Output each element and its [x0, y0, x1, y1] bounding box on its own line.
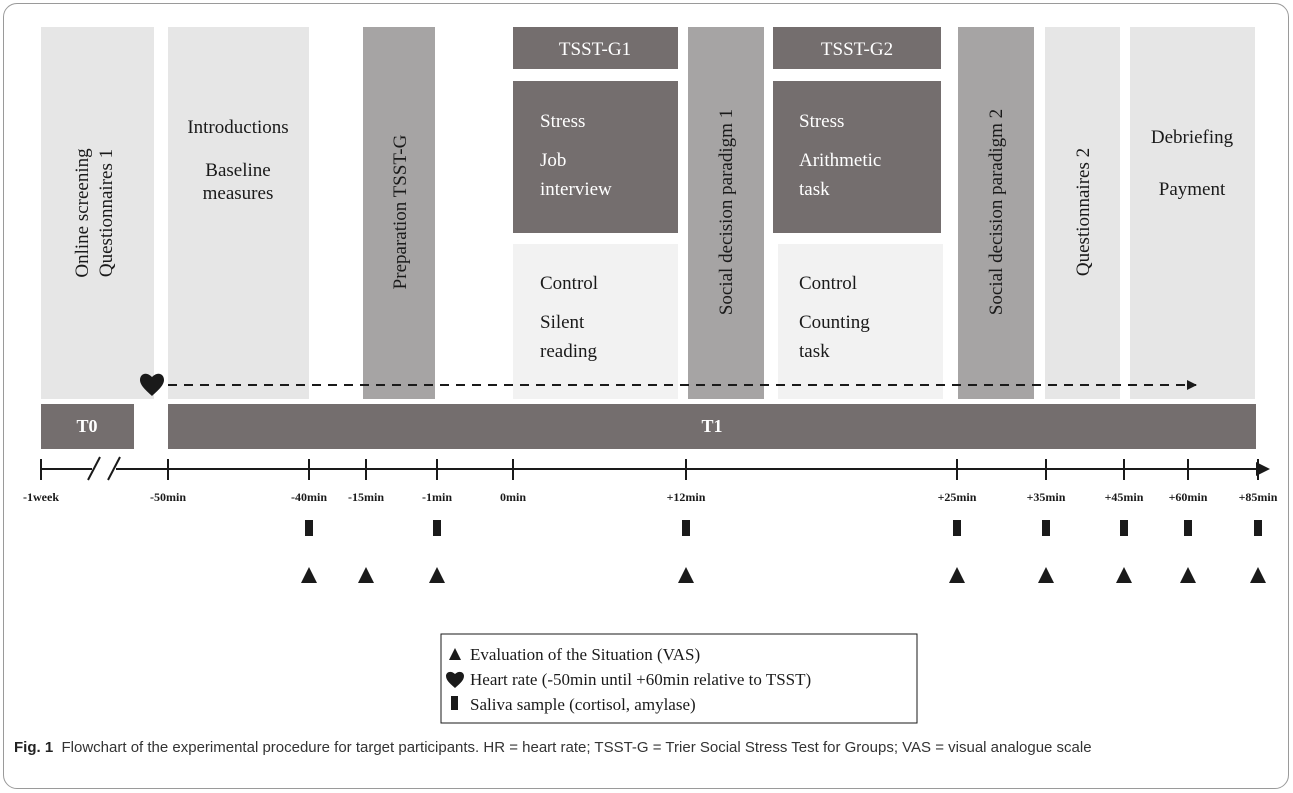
- tsst-g2-title: TSST-G2: [821, 39, 893, 60]
- legend-heart-rate: Heart rate (-50min until +60min relative…: [470, 670, 811, 689]
- session-t1: T1: [168, 404, 1256, 449]
- saliva-marker-minus40min: [305, 520, 313, 536]
- tsst-g1-stress-title: Stress: [540, 111, 585, 132]
- saliva-marker-plus85min: [1254, 520, 1262, 536]
- t0-label: T0: [76, 416, 97, 436]
- saliva-marker-plus12min: [682, 520, 690, 536]
- saliva-marker-plus35min: [1042, 520, 1050, 536]
- vas-marker-plus85min: [1250, 567, 1266, 583]
- tsst-g1-control-box: [513, 244, 678, 399]
- vas-marker-plus12min: [678, 567, 694, 583]
- saliva-marker-plus60min: [1184, 520, 1192, 536]
- saliva-sample-icon: [451, 696, 458, 710]
- vas-marker-plus60min: [1180, 567, 1196, 583]
- time-tick-label-plus12min: +12min: [667, 490, 706, 504]
- social-decision-2-label: Social decision paradigm 2: [986, 109, 1007, 315]
- time-tick-label-plus25min: +25min: [938, 490, 977, 504]
- tsst-g1-stress-line1: Job: [540, 150, 566, 171]
- phase-questionnaires-2: Questionnaires 2: [1045, 27, 1120, 399]
- vas-markers: [301, 567, 1266, 583]
- session-t0: T0: [41, 404, 134, 449]
- figure-frame: [3, 3, 1289, 789]
- figure-caption: Fig. 1 Flowchart of the experimental pro…: [14, 738, 1264, 758]
- tsst-g2-control-title: Control: [799, 273, 857, 294]
- triangle-icon: [449, 648, 461, 660]
- phase-preparation: Preparation TSST-G: [363, 27, 435, 399]
- vas-marker-minus40min: [301, 567, 317, 583]
- time-ticks: -1week -50min -40min -15min -1min 0min +12min +…: [23, 459, 1278, 504]
- saliva-marker-plus45min: [1120, 520, 1128, 536]
- tsst-g1-control-line2: reading: [540, 341, 597, 362]
- payment-label: Payment: [1159, 179, 1226, 200]
- time-tick-label-plus45min: +45min: [1105, 490, 1144, 504]
- tsst-g2-stress-title: Stress: [799, 111, 844, 132]
- vas-marker-plus25min: [949, 567, 965, 583]
- t1-label: T1: [701, 416, 722, 436]
- phase-tsst-g1: TSST-G1 Stress Job interview Control Sil…: [513, 27, 678, 399]
- time-tick-label-plus85min: +85min: [1239, 490, 1278, 504]
- caption-text: Flowchart of the experimental procedure …: [61, 739, 1092, 756]
- tsst-g2-stress-line2: task: [799, 179, 830, 200]
- debriefing-label: Debriefing: [1151, 127, 1234, 148]
- phase-tsst-g2: TSST-G2 Stress Arithmetic task Control C…: [773, 27, 943, 399]
- tsst-g1-stress-box: [513, 81, 678, 233]
- introductions-label: Introductions: [187, 117, 288, 138]
- time-tick-label-minus50min: -50min: [150, 490, 186, 504]
- time-axis-arrowhead: [1256, 462, 1270, 476]
- time-tick-label-plus35min: +35min: [1027, 490, 1066, 504]
- preparation-tsst-g-label: Preparation TSST-G: [390, 134, 411, 289]
- saliva-marker-plus25min: [953, 520, 961, 536]
- time-tick-label-minus1min: -1min: [422, 490, 452, 504]
- time-tick-label-minus15min: -15min: [348, 490, 384, 504]
- heart-icon: [446, 671, 464, 688]
- legend-saliva: Saliva sample (cortisol, amylase): [470, 695, 696, 714]
- phase-social-decision-1: Social decision paradigm 1: [688, 27, 764, 399]
- vas-marker-minus1min: [429, 567, 445, 583]
- tsst-g1-control-line1: Silent: [540, 312, 585, 333]
- tsst-g1-control-title: Control: [540, 273, 598, 294]
- legend-vas: Evaluation of the Situation (VAS): [470, 645, 700, 664]
- phase-social-decision-2: Social decision paradigm 2: [958, 27, 1034, 399]
- time-tick-label-minus40min: -40min: [291, 490, 327, 504]
- time-tick-label-plus60min: +60min: [1169, 490, 1208, 504]
- vas-marker-plus35min: [1038, 567, 1054, 583]
- legend-box: [440, 633, 918, 724]
- tsst-g2-stress-line1: Arithmetic: [799, 150, 881, 171]
- phase-introductions: Introductions Baseline measures: [168, 27, 309, 399]
- vas-marker-plus45min: [1116, 567, 1132, 583]
- tsst-g1-stress-line2: interview: [540, 179, 612, 200]
- tsst-g2-control-line1: Counting: [799, 312, 870, 333]
- vas-marker-minus15min: [358, 567, 374, 583]
- questionnaires-2-label: Questionnaires 2: [1073, 148, 1094, 276]
- measures-label: measures: [203, 183, 274, 204]
- questionnaires-1-label: Questionnaires 1: [96, 149, 117, 277]
- baseline-label: Baseline: [205, 160, 270, 181]
- tsst-g2-control-box: [778, 244, 943, 399]
- time-tick-label-0min: 0min: [500, 490, 526, 504]
- tsst-g1-title: TSST-G1: [559, 39, 631, 60]
- online-screening-label: Online screening: [72, 148, 93, 278]
- heart-rate-recording: [140, 373, 1197, 396]
- tsst-g2-stress-box: [773, 81, 941, 233]
- caption-label: Fig. 1: [14, 739, 54, 756]
- tsst-g2-header: [773, 27, 941, 69]
- tsst-g2-control-line2: task: [799, 341, 830, 362]
- time-axis: -1week -50min -40min -15min -1min 0min +12min +…: [23, 456, 1278, 504]
- legend: Evaluation of the Situation (VAS) Heart …: [440, 633, 918, 724]
- heart-icon: [140, 373, 164, 396]
- axis-break-mark-2: [107, 456, 121, 481]
- phase-debriefing: Debriefing Payment: [1130, 27, 1255, 399]
- axis-break-mark-1: [87, 456, 101, 481]
- time-tick-label-minus1week: -1week: [23, 490, 59, 504]
- phase-online-screening: Online screening Questionnaires 1: [41, 27, 154, 399]
- social-decision-1-label: Social decision paradigm 1: [716, 109, 737, 315]
- tsst-g1-header: [513, 27, 678, 69]
- experimental-procedure-flowchart: Online screening Questionnaires 1 Introd…: [23, 27, 1278, 724]
- saliva-marker-minus1min: [433, 520, 441, 536]
- saliva-markers: [305, 520, 1262, 536]
